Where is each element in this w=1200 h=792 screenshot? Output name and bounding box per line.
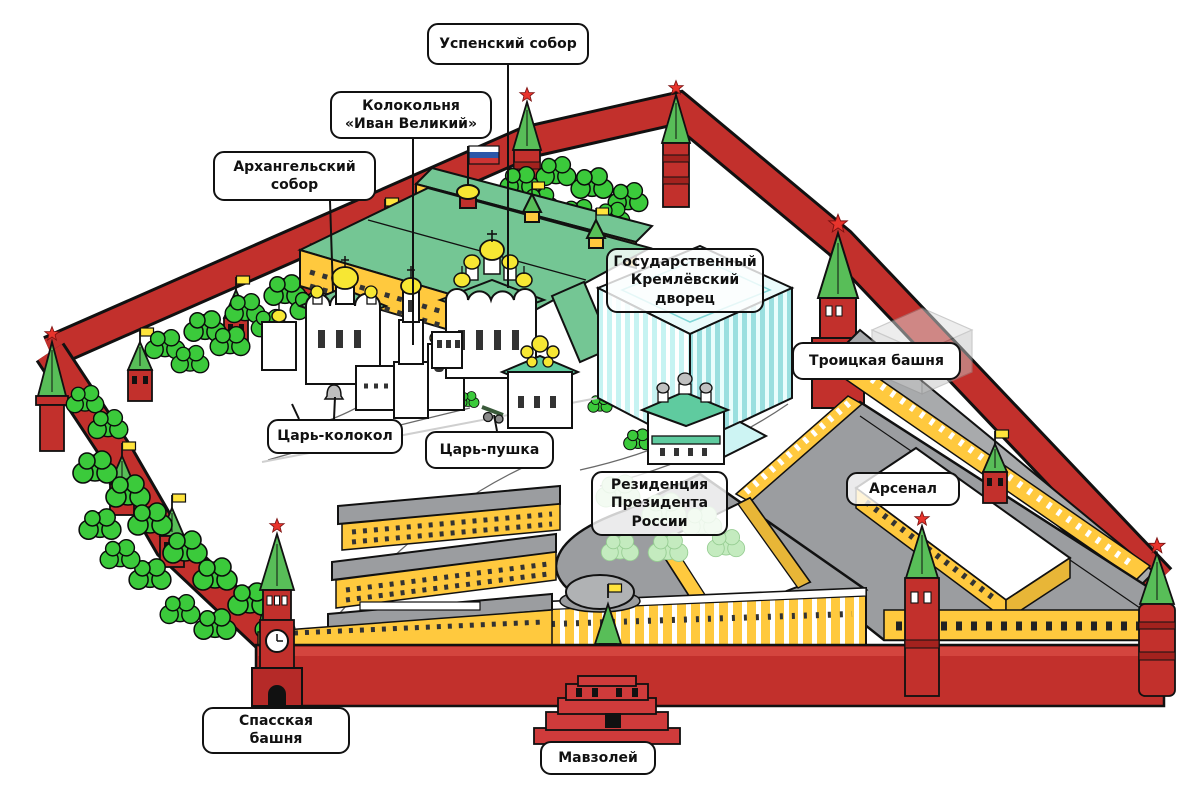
label-arkhangelsky-sobor: Архангельский собор bbox=[213, 151, 376, 201]
russian-flag-icon bbox=[456, 145, 500, 209]
corner-tower-right bbox=[1138, 537, 1176, 697]
kremlin-wall-front bbox=[254, 643, 1166, 708]
clock-icon bbox=[265, 629, 289, 653]
label-spasskaya-bashnya: Спасская башня bbox=[202, 707, 350, 754]
wall-tower bbox=[127, 327, 155, 402]
label-gos-kremlevsky-dvorets: Государственный Кремлёвский дворец bbox=[606, 248, 764, 314]
mausoleum bbox=[533, 675, 681, 745]
terem-churches bbox=[639, 372, 731, 465]
corner-tower-left bbox=[35, 326, 69, 452]
spasskaya-tower-illustration bbox=[251, 518, 303, 707]
tsar-bell bbox=[323, 384, 345, 400]
arkhangelsky-cathedral bbox=[297, 256, 389, 385]
roof-turret bbox=[585, 207, 610, 249]
label-tsar-pushka: Царь-пушка bbox=[425, 431, 554, 469]
label-leader-lines bbox=[291, 63, 509, 432]
tsar-cannon bbox=[481, 405, 504, 424]
label-kolokolnya-ivan-velikiy: Колокольня «Иван Великий» bbox=[330, 91, 492, 139]
label-arsenal: Арсенал bbox=[846, 472, 960, 506]
uspensky-cathedral bbox=[437, 230, 547, 379]
label-rezidentsiya-prezidenta: Резиденция Президента России bbox=[591, 471, 728, 537]
label-troitskaya-bashnya: Троицкая башня bbox=[792, 342, 961, 380]
red-star-icon bbox=[269, 518, 285, 533]
label-uspensky-sobor: Успенский собор bbox=[427, 23, 589, 65]
faceted-palace bbox=[431, 331, 463, 369]
label-tsar-kolokol: Царь-колокол bbox=[267, 419, 403, 454]
nikolskaya-tower bbox=[904, 511, 940, 697]
label-mavzoley: Мавзолей bbox=[540, 741, 656, 775]
blagoveshensky-cathedral bbox=[499, 335, 581, 429]
admin-building bbox=[257, 484, 561, 651]
cathedral-square bbox=[261, 230, 614, 429]
roof-turret bbox=[521, 181, 546, 223]
